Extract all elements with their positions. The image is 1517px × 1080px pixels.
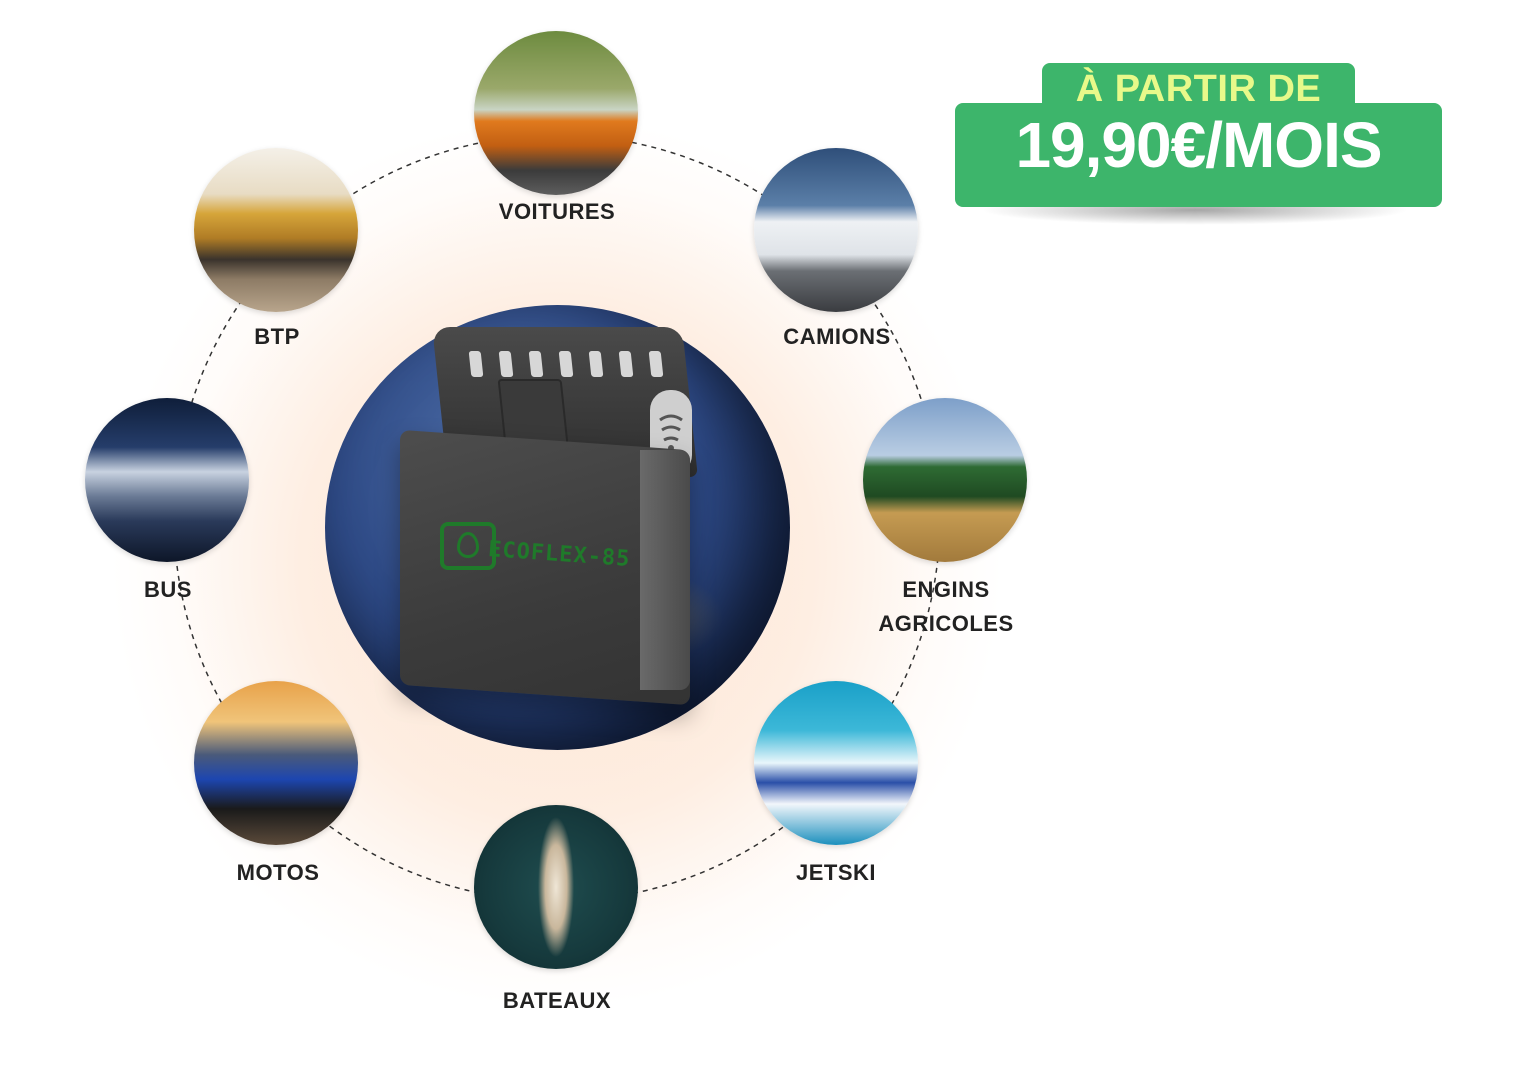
category-label-bus: BUS xyxy=(144,577,192,602)
truck-photo xyxy=(754,148,918,312)
category-label-bateaux: BATEAUX xyxy=(502,988,612,1013)
device-side xyxy=(640,450,690,690)
car-photo xyxy=(474,31,638,195)
bus-photo xyxy=(85,398,249,562)
price-badge-price: 19,90€/MOIS xyxy=(1015,109,1382,181)
motorcycle-photo xyxy=(194,681,358,845)
category-label-voitures: VOITURES xyxy=(498,199,616,224)
tractor-photo xyxy=(863,398,1027,562)
category-label-motos: MOTOS xyxy=(236,860,320,885)
location-pin-icon xyxy=(440,522,496,570)
category-label-camions: CAMIONS xyxy=(783,324,891,349)
jetski-photo xyxy=(754,681,918,845)
category-label-jetski: JETSKI xyxy=(795,860,877,885)
category-label-engins-agricoles: ENGINS AGRICOLES xyxy=(878,577,1014,636)
dump-truck-photo xyxy=(194,148,358,312)
price-badge-top-line: À PARTIR DE xyxy=(1075,68,1322,110)
boat-photo xyxy=(474,805,638,969)
category-label-btp: BTP xyxy=(254,324,300,349)
